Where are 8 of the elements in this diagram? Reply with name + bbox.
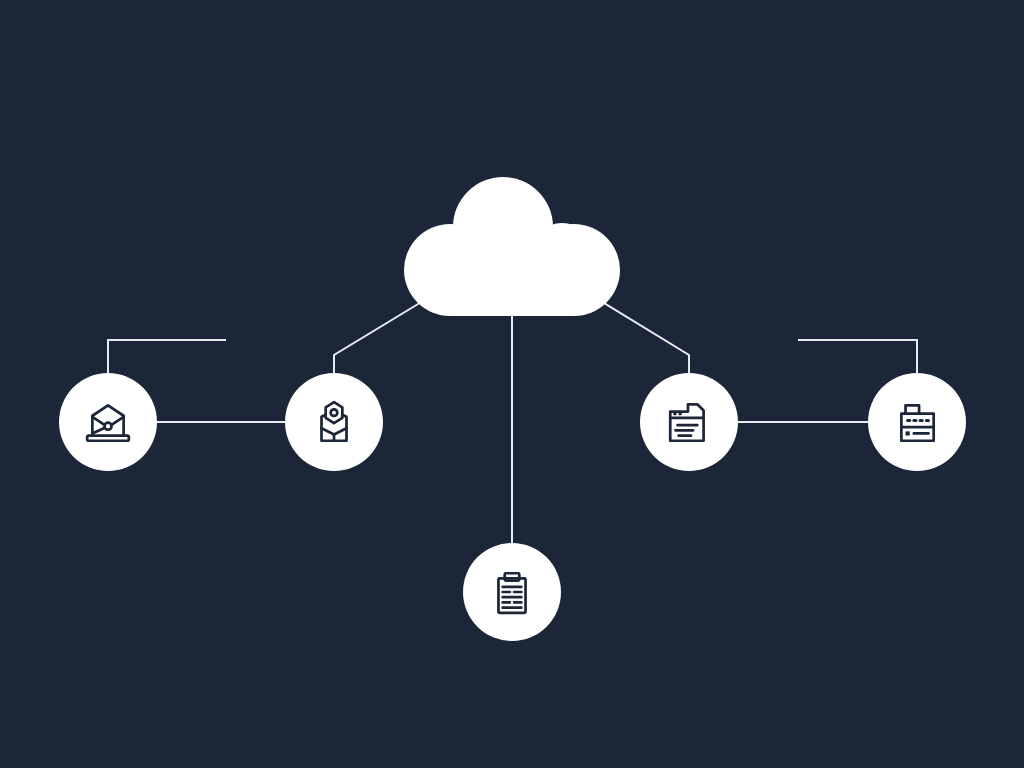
connector-line: [797, 339, 918, 374]
connector-line: [737, 421, 869, 423]
connector-line: [107, 339, 227, 374]
connector-line: [156, 421, 286, 423]
connector-line: [604, 302, 690, 374]
cloud-shape: [404, 177, 620, 317]
connector-line: [511, 315, 513, 544]
connector-line: [333, 302, 420, 374]
